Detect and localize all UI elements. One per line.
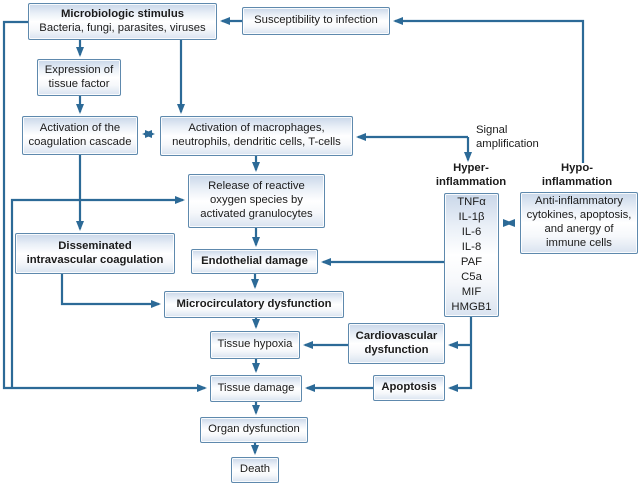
arrow-loop-to-ros-release (10, 196, 185, 387)
node-release-of-reactive-oxygen-species-text: activated granulocytes (200, 207, 313, 220)
node-organ-dysfunction: Organ dysfunction (200, 417, 308, 443)
node-organ-dysfunction-text: Organ dysfunction (208, 423, 300, 436)
node-susceptibility-to-infection: Susceptibility to infection (242, 7, 390, 35)
node-activation-of-macrophages: Activation of macrophages,neutrophils, d… (160, 116, 353, 156)
node-hypo-inflammation-label-text: inflammation (541, 176, 613, 188)
node-microbiologic-stimulus-text: Bacteria, fungi, parasites, viruses (39, 21, 206, 34)
arrow-dic-to-microcirculatory (60, 274, 161, 308)
node-tissue-damage-text: Tissue damage (217, 381, 295, 394)
node-inflammatory-mediators-text: HMGB1 (451, 301, 492, 313)
node-hyper-inflammation-label-text: Hyper- (453, 162, 489, 175)
node-endothelial-damage-text: Endothelial damage (201, 254, 308, 267)
node-microbiologic-stimulus-text: Microbiologic stimulus (60, 7, 185, 20)
node-inflammatory-mediators-text: IL-8 (461, 241, 482, 253)
node-hypo-inflammation-label: Hypo-inflammation (533, 162, 621, 190)
node-tissue-damage: Tissue damage (210, 375, 302, 402)
node-microcirculatory-dysfunction-text: Microcirculatory dysfunction (176, 297, 332, 310)
node-inflammatory-mediators-text: PAF (460, 256, 483, 268)
node-inflammatory-mediators-text: TNFα (457, 196, 486, 208)
node-signal-amplification-label-text: amplification (476, 138, 539, 150)
arrow-hypoinflammation-to-susceptibility (393, 17, 585, 163)
node-expression-of-tissue-factor-text: tissue factor (48, 77, 110, 90)
arrow-microbiologic-loop-to-tissue-damage (2, 20, 207, 392)
node-disseminated-intravascular-coagulation-text: intravascular coagulation (26, 253, 164, 266)
node-endothelial-damage: Endothelial damage (191, 249, 318, 274)
node-anti-inflammatory-response-text: cytokines, apoptosis, (526, 209, 632, 222)
node-tissue-hypoxia: Tissue hypoxia (210, 331, 300, 359)
node-microcirculatory-dysfunction: Microcirculatory dysfunction (164, 291, 344, 318)
node-inflammatory-mediators-text: C5a (461, 271, 482, 283)
node-cardiovascular-dysfunction-text: Cardiovascular (355, 329, 438, 342)
node-anti-inflammatory-response-text: and anergy of (544, 223, 614, 235)
node-hyper-inflammation-label-text: inflammation (435, 176, 507, 188)
node-death: Death (231, 457, 279, 483)
node-inflammatory-mediators-text: IL-6 (461, 226, 482, 238)
node-activation-of-macrophages-text: Activation of macrophages, (188, 122, 325, 135)
node-activation-of-coagulation-cascade-text: coagulation cascade (28, 135, 132, 148)
node-cardiovascular-dysfunction-text: dysfunction (364, 343, 429, 356)
node-expression-of-tissue-factor-text: Expression of (44, 63, 114, 76)
node-anti-inflammatory-response-text: Anti-inflammatory (535, 195, 623, 208)
node-release-of-reactive-oxygen-species-text: Release of reactive (208, 180, 305, 193)
arrow-mediators-to-apoptosis (448, 317, 473, 392)
node-inflammatory-mediators-text: IL-1β (458, 211, 485, 223)
node-apoptosis: Apoptosis (373, 375, 445, 401)
node-hyper-inflammation-label: Hyper-inflammation (427, 162, 515, 190)
node-signal-amplification-label-text: Signal (476, 124, 508, 137)
node-activation-of-macrophages-text: neutrophils, dendritic cells, T-cells (172, 136, 341, 148)
node-tissue-hypoxia-text: Tissue hypoxia (217, 338, 293, 351)
node-susceptibility-to-infection-text: Susceptibility to infection (254, 14, 378, 27)
node-death-text: Death (239, 463, 271, 476)
node-release-of-reactive-oxygen-species-text: oxygen species by (210, 194, 303, 207)
node-hypo-inflammation-label-text: Hypo- (560, 162, 593, 175)
node-activation-of-coagulation-cascade-text: Activation of the (39, 121, 121, 134)
node-apoptosis-text: Apoptosis (381, 381, 437, 394)
node-inflammatory-mediators-text: MIF (461, 286, 482, 298)
node-disseminated-intravascular-coagulation-text: Disseminated (58, 239, 132, 252)
node-anti-inflammatory-response-text: immune cells (546, 236, 612, 249)
